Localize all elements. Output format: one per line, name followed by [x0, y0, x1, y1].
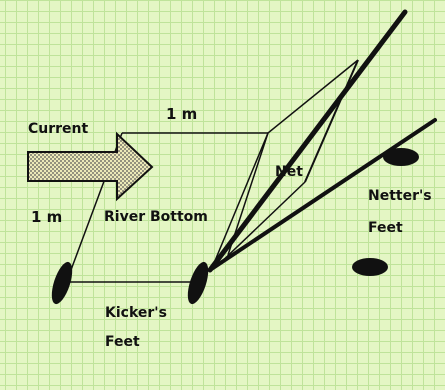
- current-arrow: [27, 131, 154, 202]
- plot-right-edge: [211, 132, 269, 269]
- kickers-feet-label-line1: Kicker's: [105, 305, 167, 321]
- net-label: Net: [275, 164, 303, 180]
- net-mesh-line: [227, 132, 269, 256]
- kicker-foot-left: [51, 261, 73, 305]
- netter-foot-lower: [352, 258, 388, 276]
- net-pole-lower: [208, 118, 437, 272]
- width-label: 1 m: [166, 105, 197, 123]
- current-label: Current: [28, 121, 89, 137]
- netters-feet-label-line2: Feet: [368, 220, 403, 236]
- kicker-foot-right: [187, 261, 209, 305]
- netter-foot-upper: [383, 148, 419, 166]
- netters-feet-label-line1: Netter's: [368, 188, 432, 204]
- river-bottom-label: River Bottom: [104, 209, 208, 225]
- kickers-feet: [51, 261, 209, 305]
- net-pole-upper: [207, 9, 408, 273]
- net-mesh-line: [214, 181, 306, 269]
- net-mesh-line: [304, 59, 359, 183]
- length-label: 1 m: [31, 208, 62, 226]
- net-mesh-line: [267, 59, 359, 134]
- kickers-feet-label-line2: Feet: [105, 334, 140, 350]
- netters-feet: [352, 148, 419, 276]
- net: [207, 9, 437, 273]
